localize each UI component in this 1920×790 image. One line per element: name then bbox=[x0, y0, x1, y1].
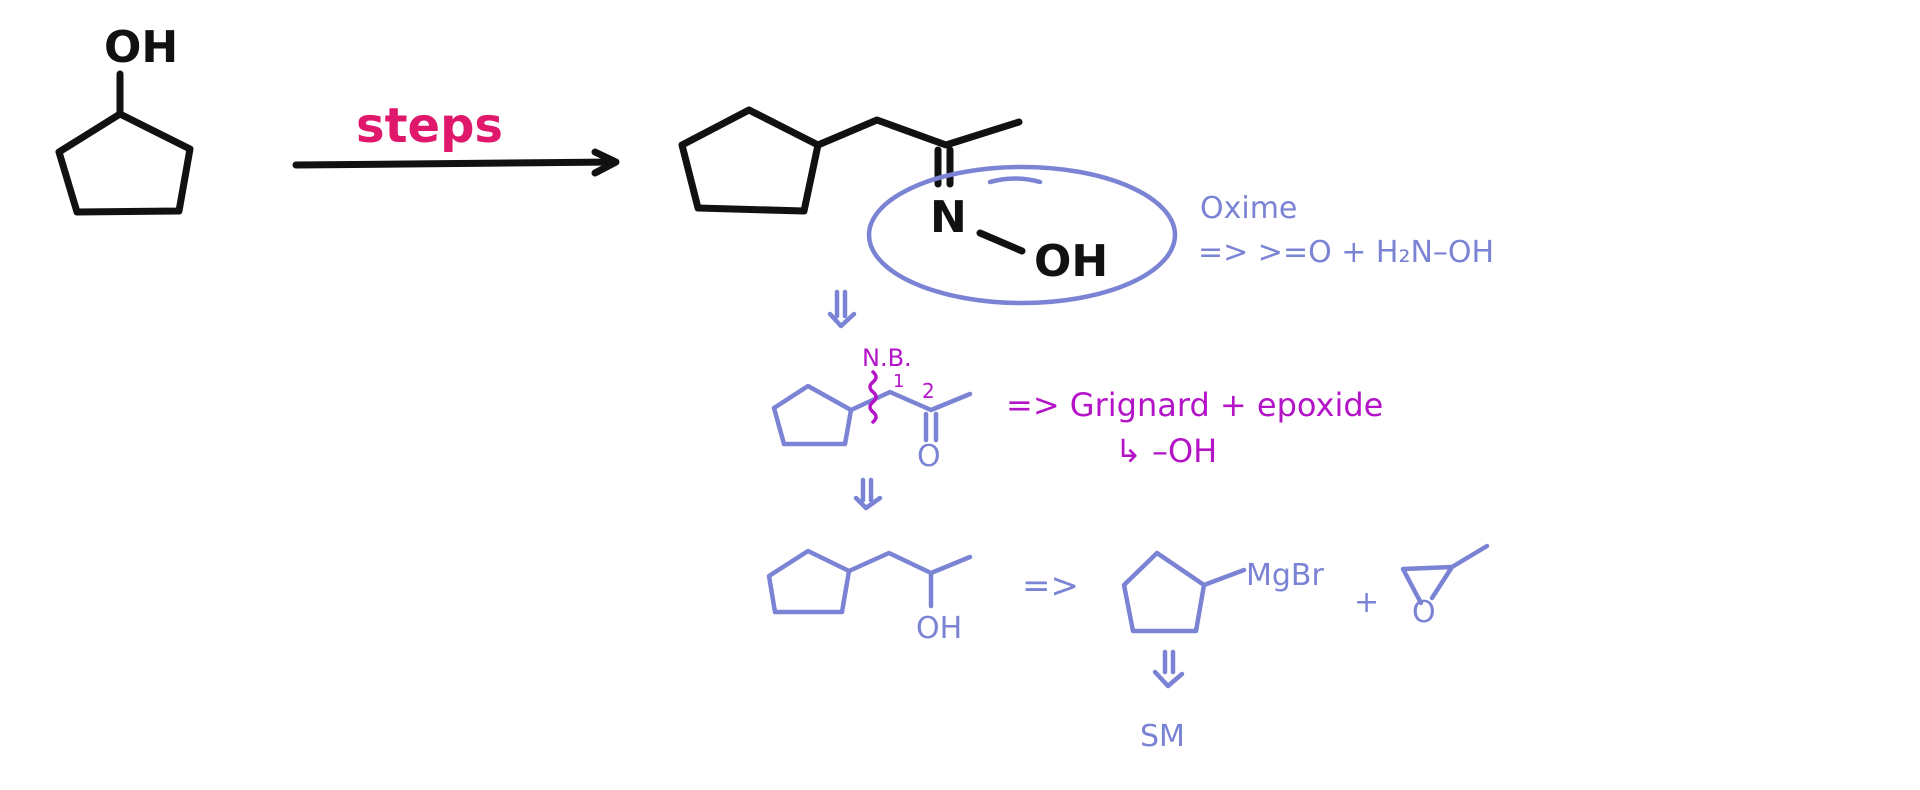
retro-arrow-3 bbox=[1152, 649, 1185, 689]
oh-subnote: ↳ –OH bbox=[1115, 432, 1217, 470]
oh-label: OH bbox=[104, 22, 178, 73]
mgbr-label: MgBr bbox=[1246, 558, 1325, 593]
epoxide: O bbox=[1400, 543, 1490, 630]
cyclopentanol: OH bbox=[55, 22, 194, 216]
carbon-1-label: 1 bbox=[893, 371, 904, 392]
oh-label: OH bbox=[916, 611, 962, 646]
carbon-2-label: 2 bbox=[922, 379, 935, 403]
epoxide-o-label: O bbox=[1412, 595, 1436, 630]
nb-label: N.B. bbox=[862, 344, 912, 372]
oxime-highlight-circle bbox=[866, 164, 1178, 306]
grignard-reagent: MgBr bbox=[1121, 550, 1325, 634]
retro-arrow-2 bbox=[853, 477, 883, 511]
circle-tail bbox=[987, 176, 1043, 185]
steps-label: steps bbox=[356, 98, 503, 154]
alcohol-intermediate: OH bbox=[766, 548, 973, 646]
n-label: N bbox=[930, 192, 967, 243]
reaction-arrow: steps bbox=[292, 98, 620, 177]
retro-arrow-1 bbox=[827, 289, 857, 329]
plus-sign: + bbox=[1354, 585, 1379, 620]
starting-material-label: SM bbox=[1140, 719, 1185, 754]
oxime-title: Oxime bbox=[1200, 191, 1297, 226]
disconnection-wavy-line bbox=[868, 370, 878, 424]
o-label: O bbox=[917, 439, 941, 474]
implies-arrow: => bbox=[1022, 566, 1079, 606]
oxime-product: N OH bbox=[678, 106, 1108, 287]
oh-label: OH bbox=[1034, 236, 1108, 287]
grignard-note: => Grignard + epoxide bbox=[1006, 386, 1383, 424]
ketone-intermediate: O N.B. 1 2 bbox=[771, 344, 973, 474]
oxime-disconnection: => >=O + H₂N–OH bbox=[1198, 235, 1494, 270]
